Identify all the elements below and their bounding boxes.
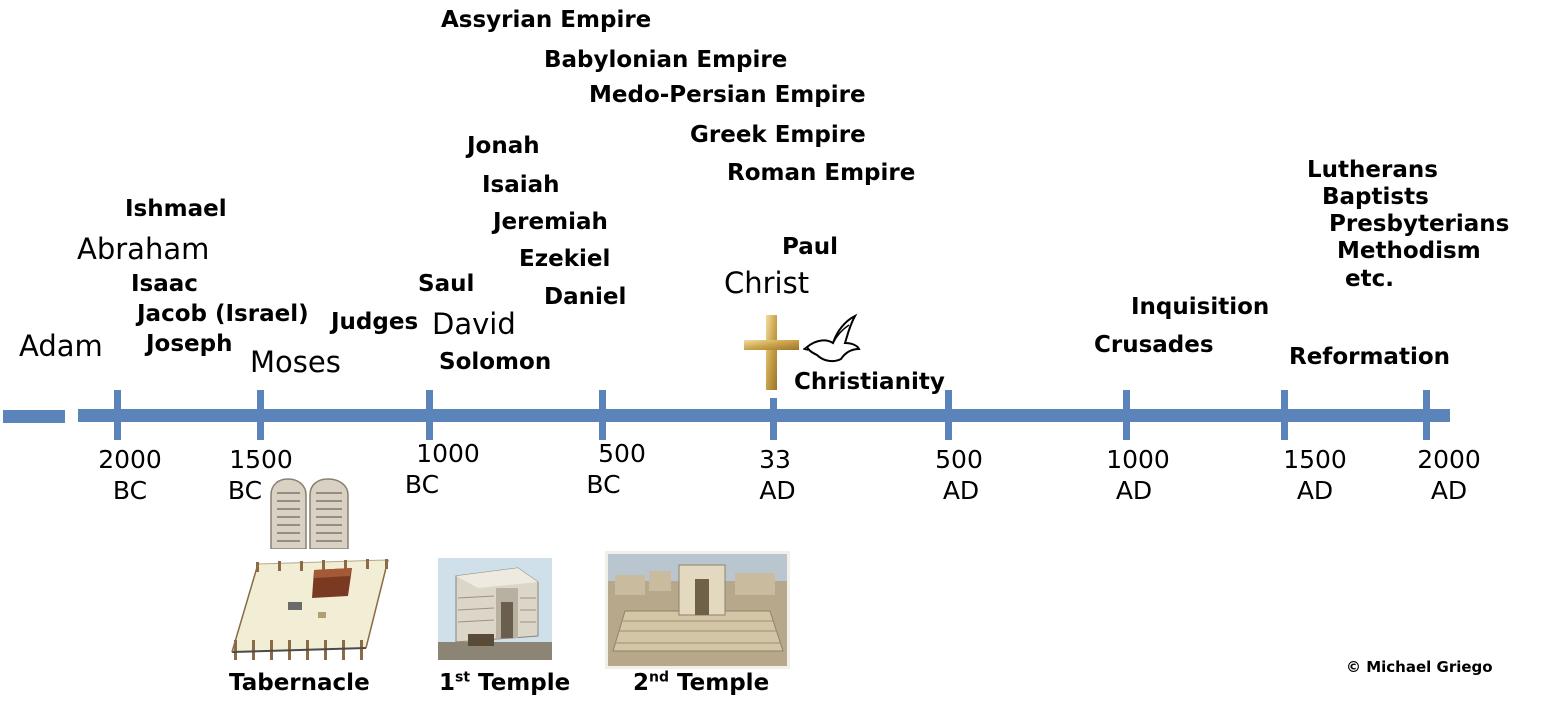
roman-empire: Roman Empire bbox=[727, 162, 915, 185]
commandment-tablets bbox=[268, 477, 352, 549]
lutherans-label: Lutherans bbox=[1307, 159, 1438, 182]
jeremiah-label: Jeremiah bbox=[493, 211, 608, 234]
presbyterians-label: Presbyterians bbox=[1329, 213, 1509, 236]
ezekiel-label: Ezekiel bbox=[519, 248, 610, 271]
inquisition-label: Inquisition bbox=[1131, 296, 1269, 319]
christianity-label: Christianity bbox=[794, 371, 945, 394]
dove-icon bbox=[803, 313, 861, 365]
solomon-label: Solomon bbox=[439, 351, 551, 374]
babylonian-empire: Babylonian Empire bbox=[544, 49, 787, 72]
ishmael-label: Ishmael bbox=[125, 198, 227, 221]
copyright-notice: © Michael Griego bbox=[1346, 660, 1493, 675]
second-temple-picture bbox=[605, 551, 790, 669]
jonah-label: Jonah bbox=[467, 135, 540, 158]
assyrian-empire: Assyrian Empire bbox=[441, 9, 651, 32]
tabernacle-label: Tabernacle bbox=[229, 672, 370, 695]
joseph-label: Joseph bbox=[146, 333, 233, 356]
isaiah-label: Isaiah bbox=[482, 174, 560, 197]
methodism-label: Methodism bbox=[1337, 240, 1481, 263]
isaac-label: Isaac bbox=[131, 273, 198, 296]
reformation-label: Reformation bbox=[1289, 346, 1450, 369]
david-label: David bbox=[432, 310, 516, 339]
christ-label: Christ bbox=[724, 269, 809, 298]
saul-label: Saul bbox=[418, 273, 474, 296]
jacob-label: Jacob (Israel) bbox=[137, 303, 309, 326]
etc-label: etc. bbox=[1345, 268, 1394, 291]
second-temple-label: 2nd Temple bbox=[633, 672, 769, 695]
moses-label: Moses bbox=[250, 348, 341, 377]
tabernacle-picture bbox=[228, 556, 390, 664]
daniel-label: Daniel bbox=[544, 286, 626, 309]
paul-label: Paul bbox=[782, 236, 838, 259]
cross-icon bbox=[743, 313, 801, 391]
crusades-label: Crusades bbox=[1094, 334, 1214, 357]
abraham-label: Abraham bbox=[77, 235, 209, 264]
greek-empire: Greek Empire bbox=[690, 124, 866, 147]
medo-persian-empire: Medo-Persian Empire bbox=[589, 84, 866, 107]
first-temple-label: 1st Temple bbox=[439, 672, 570, 695]
baptists-label: Baptists bbox=[1322, 186, 1429, 209]
first-temple-picture bbox=[438, 558, 552, 660]
judges-label: Judges bbox=[331, 311, 418, 334]
adam-label: Adam bbox=[19, 332, 103, 361]
